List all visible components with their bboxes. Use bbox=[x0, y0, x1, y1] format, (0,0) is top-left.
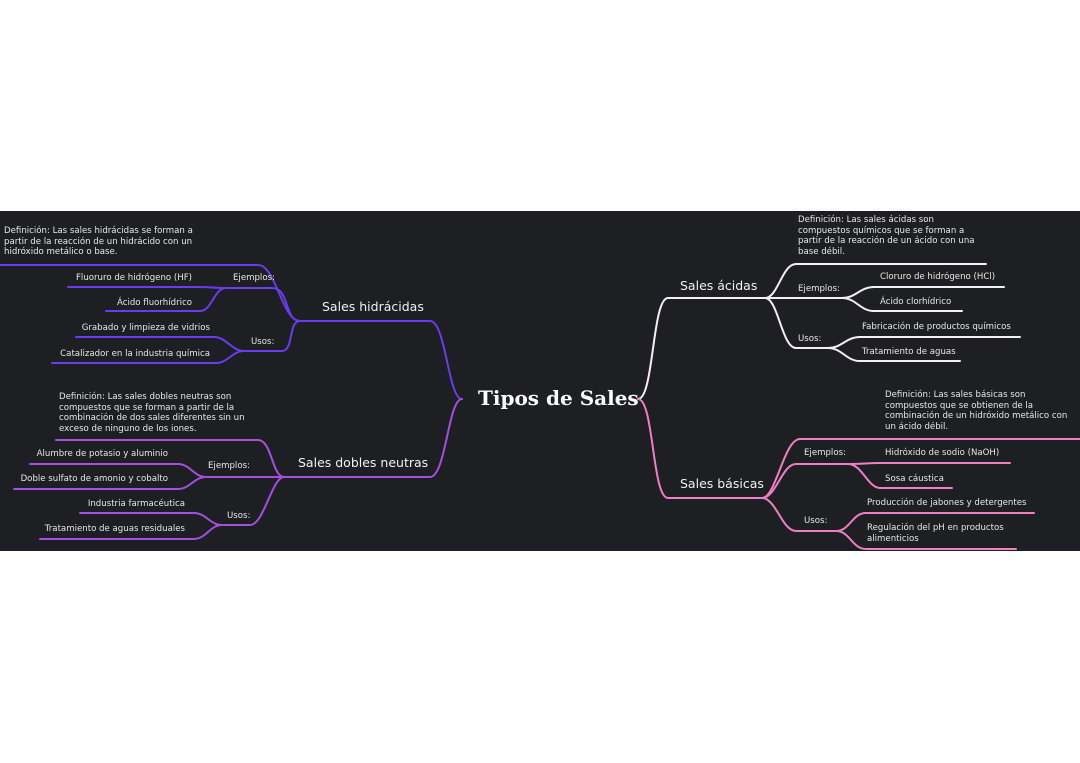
link-acidas-definicion bbox=[764, 263, 987, 299]
acidas-ejemplo-2[interactable]: Ácido clorhídrico bbox=[880, 297, 952, 307]
link-basicas-ejemplos bbox=[761, 463, 849, 499]
link-usos-tratamiento-aguas bbox=[827, 347, 961, 362]
dobles-ejemplos-label[interactable]: Ejemplos: bbox=[208, 461, 250, 471]
dobles-uso-1[interactable]: Industria farmacéutica bbox=[87, 499, 185, 509]
link-usos-jabones bbox=[835, 512, 1035, 532]
link-acidas-usos bbox=[764, 297, 829, 349]
dobles-uso-2[interactable]: Tratamiento de aguas residuales bbox=[44, 524, 185, 534]
hidracidas-usos-label[interactable]: Usos: bbox=[251, 337, 275, 347]
link-root-dobles bbox=[283, 398, 463, 478]
dobles-usos-label[interactable]: Usos: bbox=[227, 511, 251, 521]
link-root-acidas bbox=[637, 297, 766, 400]
links-hidracidas bbox=[0, 264, 463, 400]
link-ejemplos-clorhidrico bbox=[841, 297, 963, 312]
basicas-definition[interactable]: Definición: Las sales básicas son compue… bbox=[885, 390, 1068, 432]
dobles-ejemplo-1[interactable]: Alumbre de potasio y aluminio bbox=[36, 449, 168, 459]
link-root-basicas bbox=[637, 398, 763, 499]
link-root-hidracidas bbox=[299, 320, 463, 400]
link-ejemplos-cobalto bbox=[13, 476, 207, 490]
acidas-uso-2[interactable]: Tratamiento de aguas bbox=[862, 347, 956, 357]
basicas-usos-label[interactable]: Usos: bbox=[804, 516, 828, 526]
hidracidas-uso-1[interactable]: Grabado y limpieza de vidrios bbox=[81, 323, 210, 333]
connector-lines bbox=[0, 263, 1080, 550]
link-basicas-usos bbox=[761, 497, 837, 532]
basicas-ejemplos-label[interactable]: Ejemplos: bbox=[804, 448, 846, 458]
hidracidas-definition[interactable]: Definición: Las sales hidrácidas se form… bbox=[4, 226, 193, 257]
links-basicas bbox=[637, 398, 1080, 550]
acidas-ejemplo-1[interactable]: Cloruro de hidrógeno (HCl) bbox=[880, 272, 996, 282]
branch-basicas[interactable]: Sales básicas bbox=[680, 476, 764, 491]
mind-map-canvas: Tipos de Sales Sales hidrácidas Definici… bbox=[0, 211, 1080, 551]
hidracidas-ejemplo-2[interactable]: Ácido fluorhídrico bbox=[117, 298, 192, 308]
hidracidas-ejemplos-label[interactable]: Ejemplos: bbox=[233, 273, 275, 283]
basicas-ejemplo-2[interactable]: Sosa cáustica bbox=[885, 474, 944, 484]
acidas-uso-1[interactable]: Fabricación de productos químicos bbox=[862, 322, 1011, 332]
link-ejemplos-naoh bbox=[847, 462, 1011, 465]
basicas-ejemplo-1[interactable]: Hidróxido de sodio (NaOH) bbox=[885, 448, 1000, 458]
acidas-usos-label[interactable]: Usos: bbox=[798, 334, 822, 344]
links-acidas bbox=[637, 263, 1021, 400]
central-topic[interactable]: Tipos de Sales bbox=[478, 386, 639, 410]
link-hidracidas-usos bbox=[243, 320, 301, 352]
link-dobles-definicion bbox=[55, 439, 285, 478]
acidas-definition[interactable]: Definición: Las sales ácidas son compues… bbox=[798, 215, 975, 257]
links-dobles-neutras bbox=[13, 398, 463, 540]
branch-acidas[interactable]: Sales ácidas bbox=[680, 278, 758, 293]
hidracidas-ejemplo-1[interactable]: Fluoruro de hidrógeno (HF) bbox=[75, 273, 192, 283]
branch-dobles-neutras[interactable]: Sales dobles neutras bbox=[298, 455, 429, 470]
acidas-ejemplos-label[interactable]: Ejemplos: bbox=[798, 284, 840, 294]
link-ejemplos-sosa bbox=[847, 463, 953, 489]
link-hidracidas-ejemplos bbox=[225, 287, 301, 322]
link-usos-catalizador bbox=[51, 350, 245, 364]
basicas-uso-2[interactable]: Regulación del pH en productos alimentic… bbox=[867, 523, 1004, 544]
link-usos-ph bbox=[835, 530, 1017, 550]
dobles-ejemplo-2[interactable]: Doble sulfato de amonio y cobalto bbox=[20, 474, 168, 484]
branch-hidracidas[interactable]: Sales hidrácidas bbox=[322, 299, 424, 314]
link-ejemplos-hf bbox=[67, 286, 227, 289]
dobles-definition[interactable]: Definición: Las sales dobles neutras son… bbox=[59, 392, 245, 434]
link-dobles-usos bbox=[221, 476, 285, 526]
link-ejemplos-fluorhidrico bbox=[105, 287, 227, 312]
basicas-uso-1[interactable]: Producción de jabones y detergentes bbox=[867, 498, 1027, 508]
hidracidas-uso-2[interactable]: Catalizador en la industria química bbox=[60, 349, 210, 359]
link-usos-aguas-residuales bbox=[39, 524, 223, 540]
